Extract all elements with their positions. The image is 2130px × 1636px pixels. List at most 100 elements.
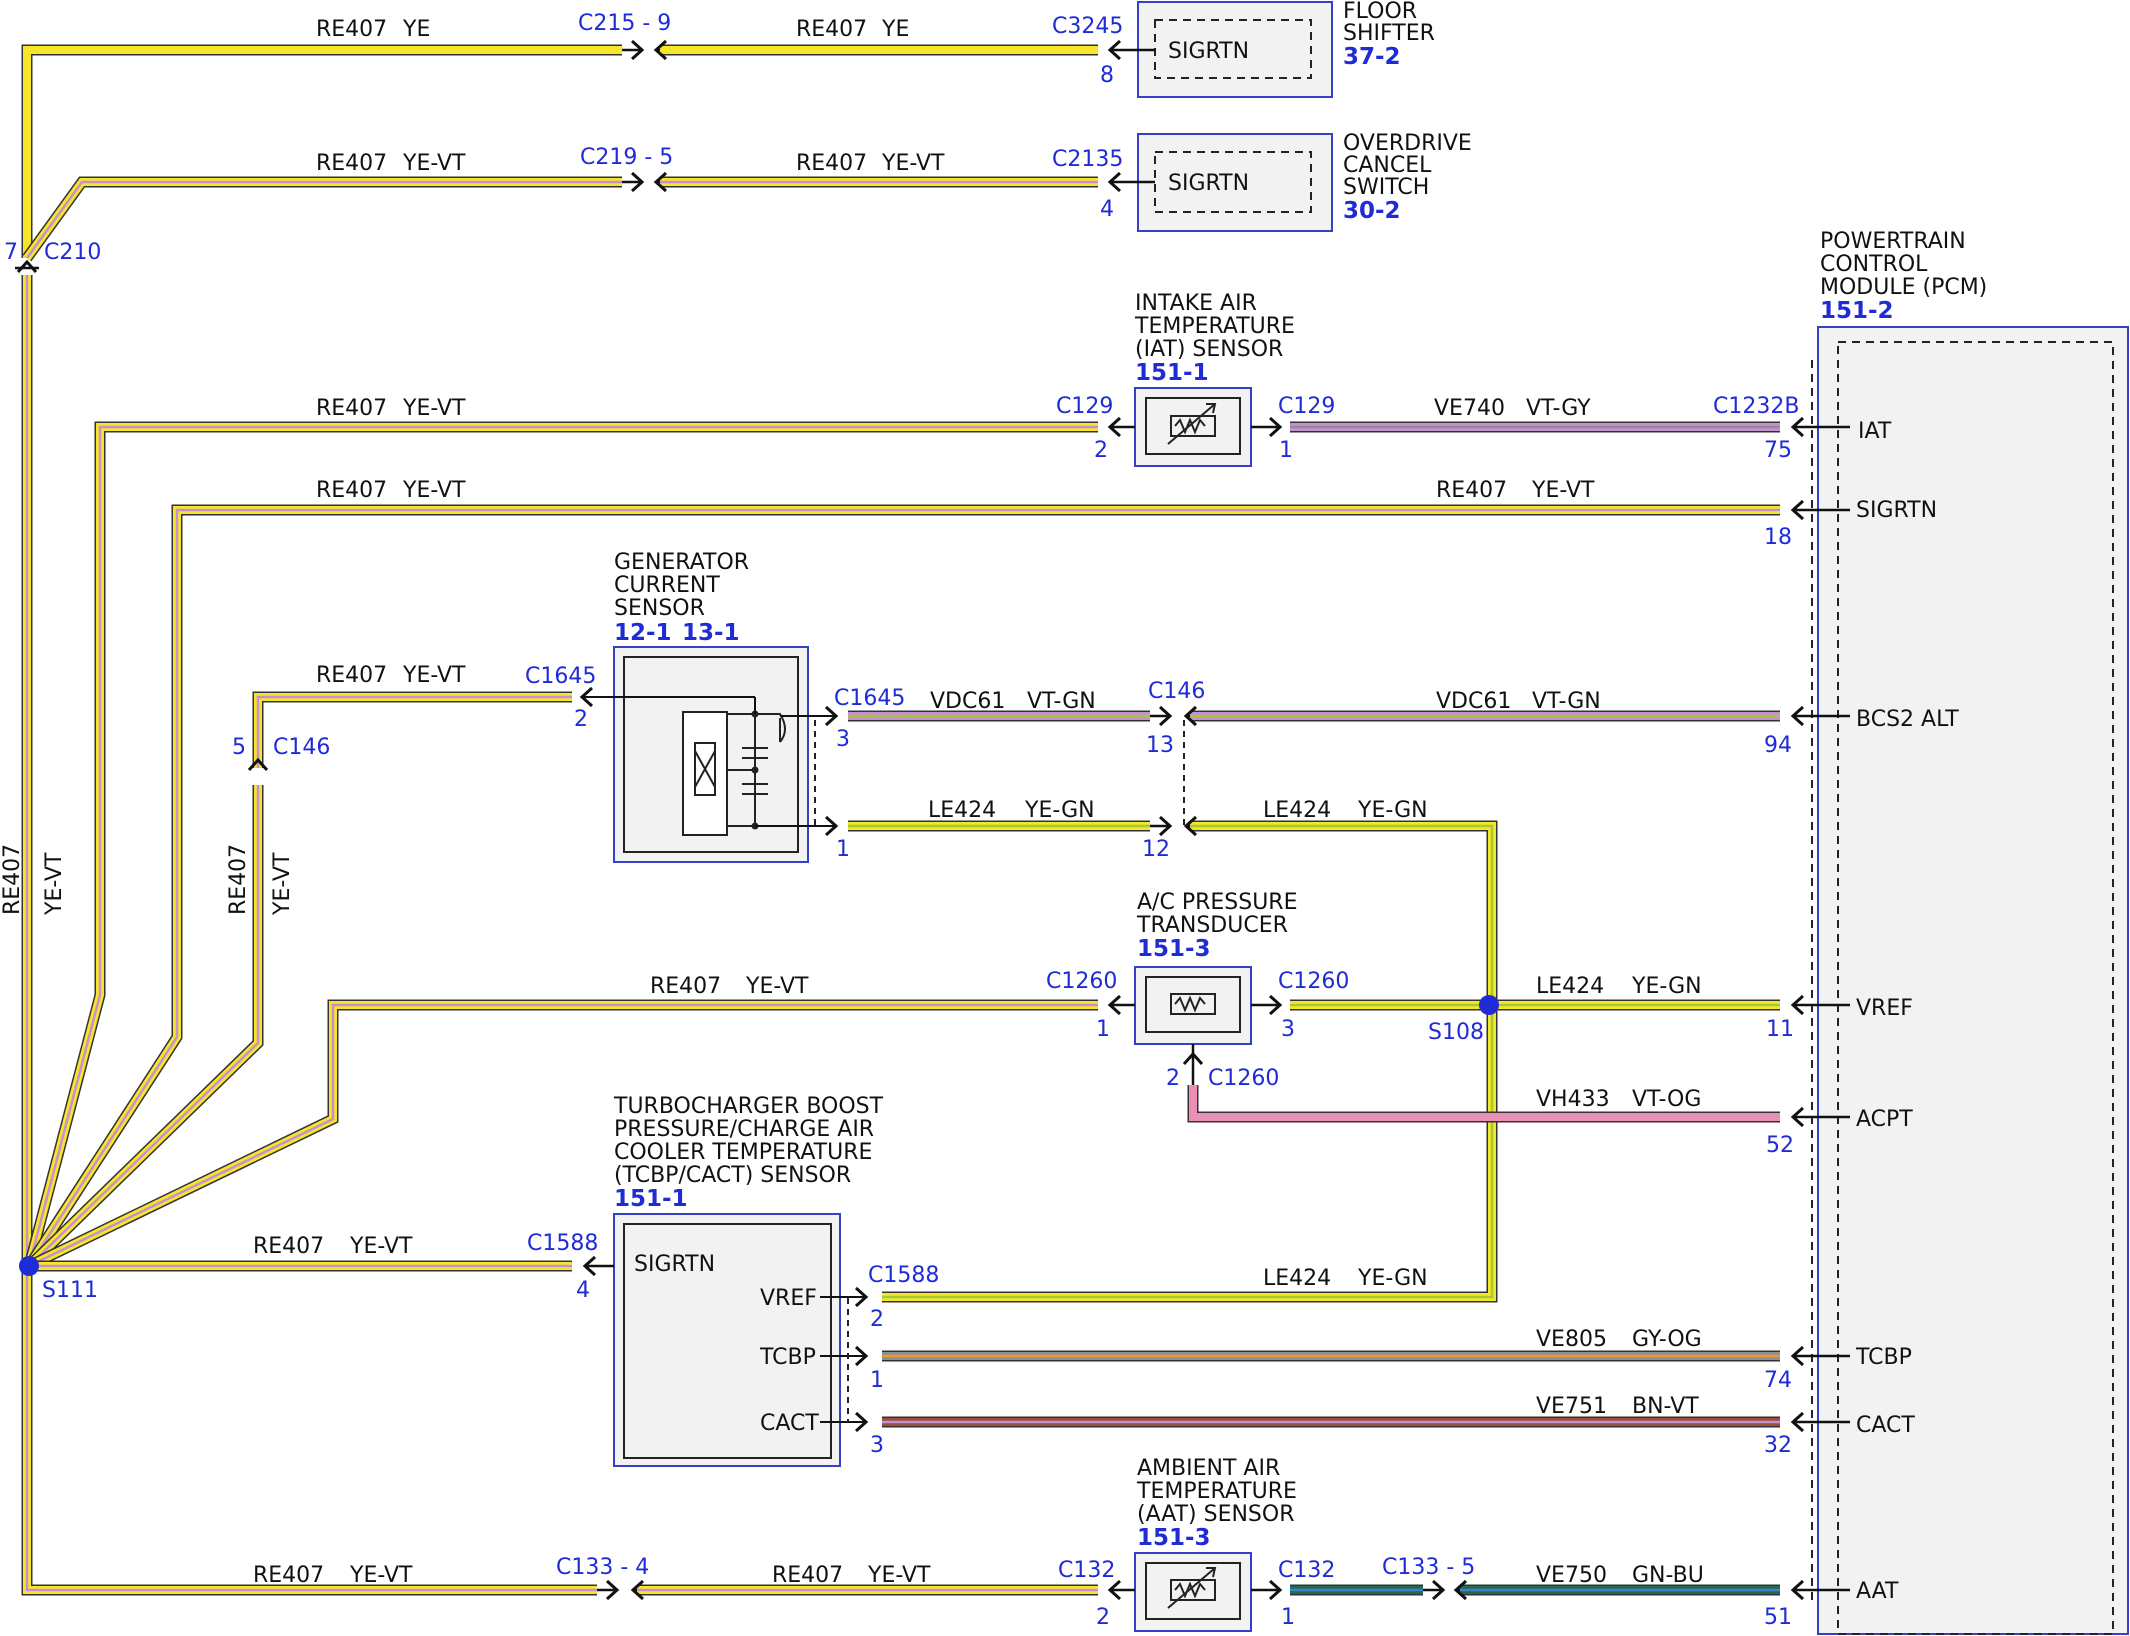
pcm-pin-bcs2alt: BCS2 ALT: [1856, 707, 1959, 732]
iat-page-ref[interactable]: 151-1: [1135, 360, 1209, 386]
pcm-page-ref[interactable]: 151-2: [1820, 298, 1894, 324]
connector-c146-left[interactable]: C146: [273, 735, 330, 760]
connector-c1645-left[interactable]: C1645: [525, 664, 596, 689]
connector-c1588-left[interactable]: C1588: [527, 1231, 598, 1256]
wire-label: LE424: [928, 798, 996, 823]
wire-label: VDC61: [930, 689, 1005, 714]
generator-current-sensor-component[interactable]: GENERATOR CURRENT SENSOR 12-1 13-1: [613, 550, 825, 863]
pcm-name-3: MODULE (PCM): [1820, 275, 1987, 300]
gen-page-ref-b[interactable]: 13-1: [682, 620, 740, 646]
pcm-pin-cact: CACT: [1856, 1413, 1915, 1438]
wire-re407-ye[interactable]: [21, 44, 622, 258]
wire-re407-ye-vt-gen[interactable]: [252, 691, 572, 768]
pin-number: 5: [232, 735, 246, 760]
aat-page-ref[interactable]: 151-3: [1137, 1525, 1211, 1551]
tcbp-cact-sensor-component[interactable]: TURBOCHARGER BOOST PRESSURE/CHARGE AIR C…: [613, 1094, 884, 1467]
connector-c1588-right[interactable]: C1588: [868, 1263, 939, 1288]
iat-sensor-component[interactable]: INTAKE AIR TEMPERATURE (IAT) SENSOR 151-…: [1134, 291, 1295, 467]
wire-label: VE750: [1536, 1563, 1607, 1588]
connector-c1260-bottom[interactable]: C1260: [1208, 1066, 1279, 1091]
connector-c219[interactable]: C219 - 5: [580, 145, 673, 170]
pin-number: 2: [1094, 438, 1108, 463]
wire-re407-ye-vt-pcm-sigrtn[interactable]: [24, 504, 1780, 1269]
wire-color: YE-VT: [402, 478, 466, 503]
connector-c146-top[interactable]: C146: [1148, 679, 1205, 704]
floor-shifter-component[interactable]: SIGRTN FLOOR SHIFTER 37-2: [1137, 0, 1435, 98]
wire-label: RE407: [316, 478, 387, 503]
connector-c1232b[interactable]: C1232B: [1713, 394, 1799, 419]
overdrive-cancel-switch-component[interactable]: SIGRTN OVERDRIVE CANCEL SWITCH 30-2: [1137, 131, 1472, 232]
tcbp-page-ref[interactable]: 151-1: [614, 1186, 688, 1212]
wire-re407-ye-vt-gen[interactable]: [25, 785, 264, 1270]
connector-c1645-right[interactable]: C1645: [834, 686, 905, 711]
wire-color: YE: [402, 17, 430, 42]
pin-number: 8: [1100, 63, 1114, 88]
connector-c132-left[interactable]: C132: [1058, 1558, 1115, 1583]
ac-pressure-transducer-component[interactable]: A/C PRESSURE TRANSDUCER 151-3: [1134, 890, 1298, 1045]
splice-label-s108: S108: [1428, 1020, 1484, 1045]
gen-name-2: CURRENT: [614, 573, 720, 598]
gen-page-ref-a[interactable]: 12-1: [614, 620, 672, 646]
connector-c129-left[interactable]: C129: [1056, 394, 1113, 419]
wire-re407-ye-vt-iat[interactable]: [23, 421, 1098, 1268]
splice-s111[interactable]: [19, 1256, 39, 1276]
tcbp-name-2: PRESSURE/CHARGE AIR: [614, 1117, 874, 1142]
pcm-pin-sigrtn: SIGRTN: [1856, 498, 1937, 523]
floor-shifter-page-ref[interactable]: 37-2: [1343, 44, 1401, 70]
overdrive-name-3: SWITCH: [1343, 175, 1429, 200]
wire-label: VE751: [1536, 1394, 1607, 1419]
overdrive-name-2: CANCEL: [1343, 153, 1432, 178]
wire-color: VT-OG: [1632, 1087, 1701, 1112]
wire-label: VDC61: [1436, 689, 1511, 714]
pin-number: 1: [1279, 438, 1293, 463]
aat-sensor-component[interactable]: AMBIENT AIR TEMPERATURE (AAT) SENSOR 151…: [1134, 1456, 1297, 1632]
pin-number: 2: [574, 707, 588, 732]
connector-c210[interactable]: C210: [44, 240, 101, 265]
wire-color: YE-VT: [402, 663, 466, 688]
gen-name-3: SENSOR: [614, 596, 705, 621]
wire-color: YE: [881, 17, 909, 42]
wire-re407-ye-vt-trunk[interactable]: [21, 275, 597, 1596]
acp-page-ref[interactable]: 151-3: [1137, 936, 1211, 962]
wire-vh433[interactable]: [1187, 1085, 1780, 1123]
pin-number: 1: [1281, 1605, 1295, 1630]
connector-c133-4[interactable]: C133 - 4: [556, 1555, 649, 1580]
connector-stubs: [15, 39, 1850, 1601]
connector-c133-5[interactable]: C133 - 5: [1382, 1555, 1475, 1580]
tcbp-pin-sigrtn: SIGRTN: [634, 1252, 715, 1277]
connector-c132-right[interactable]: C132: [1278, 1558, 1335, 1583]
wire-color: GY-OG: [1632, 1327, 1702, 1352]
tcbp-name-1: TURBOCHARGER BOOST: [613, 1094, 884, 1119]
pin-number: 75: [1764, 438, 1792, 463]
connector-c1260-left[interactable]: C1260: [1046, 969, 1117, 994]
wire-label: LE424: [1263, 798, 1331, 823]
connector-c1260-right[interactable]: C1260: [1278, 969, 1349, 994]
overdrive-page-ref[interactable]: 30-2: [1343, 198, 1401, 224]
floor-shifter-name-1: FLOOR: [1343, 0, 1417, 24]
splice-s108[interactable]: [1479, 995, 1499, 1015]
pcm-pin-vref: VREF: [1856, 996, 1913, 1021]
pcm-component[interactable]: POWERTRAIN CONTROL MODULE (PCM) 151-2 IA…: [1811, 229, 2129, 1635]
wire-le424[interactable]: [882, 820, 1498, 1303]
wire-color: VT-GN: [1532, 689, 1601, 714]
connector-c3245[interactable]: C3245: [1052, 14, 1123, 39]
pcm-name-1: POWERTRAIN: [1820, 229, 1966, 254]
pin-number: 4: [1100, 197, 1114, 222]
connector-c2135[interactable]: C2135: [1052, 147, 1123, 172]
pin-number: 2: [1096, 1605, 1110, 1630]
wire-re407-ye-vt[interactable]: [22, 176, 622, 262]
floor-shifter-pin-label: SIGRTN: [1168, 39, 1249, 64]
wire-color: YE-VT: [349, 1234, 413, 1259]
pin-number: 51: [1764, 1605, 1792, 1630]
connector-c129-right[interactable]: C129: [1278, 394, 1335, 419]
wire-label: LE424: [1263, 1266, 1331, 1291]
wire-re407-ye-vt-acp[interactable]: [26, 999, 1098, 1271]
iat-name-2: TEMPERATURE: [1134, 314, 1295, 339]
pin-number: 1: [870, 1368, 884, 1393]
pin-number: 11: [1766, 1017, 1794, 1042]
connector-c215[interactable]: C215 - 9: [578, 11, 671, 36]
pin-number: 3: [870, 1433, 884, 1458]
tcbp-pin-cact: CACT: [760, 1411, 819, 1436]
wire-color: YE-GN: [1357, 798, 1428, 823]
